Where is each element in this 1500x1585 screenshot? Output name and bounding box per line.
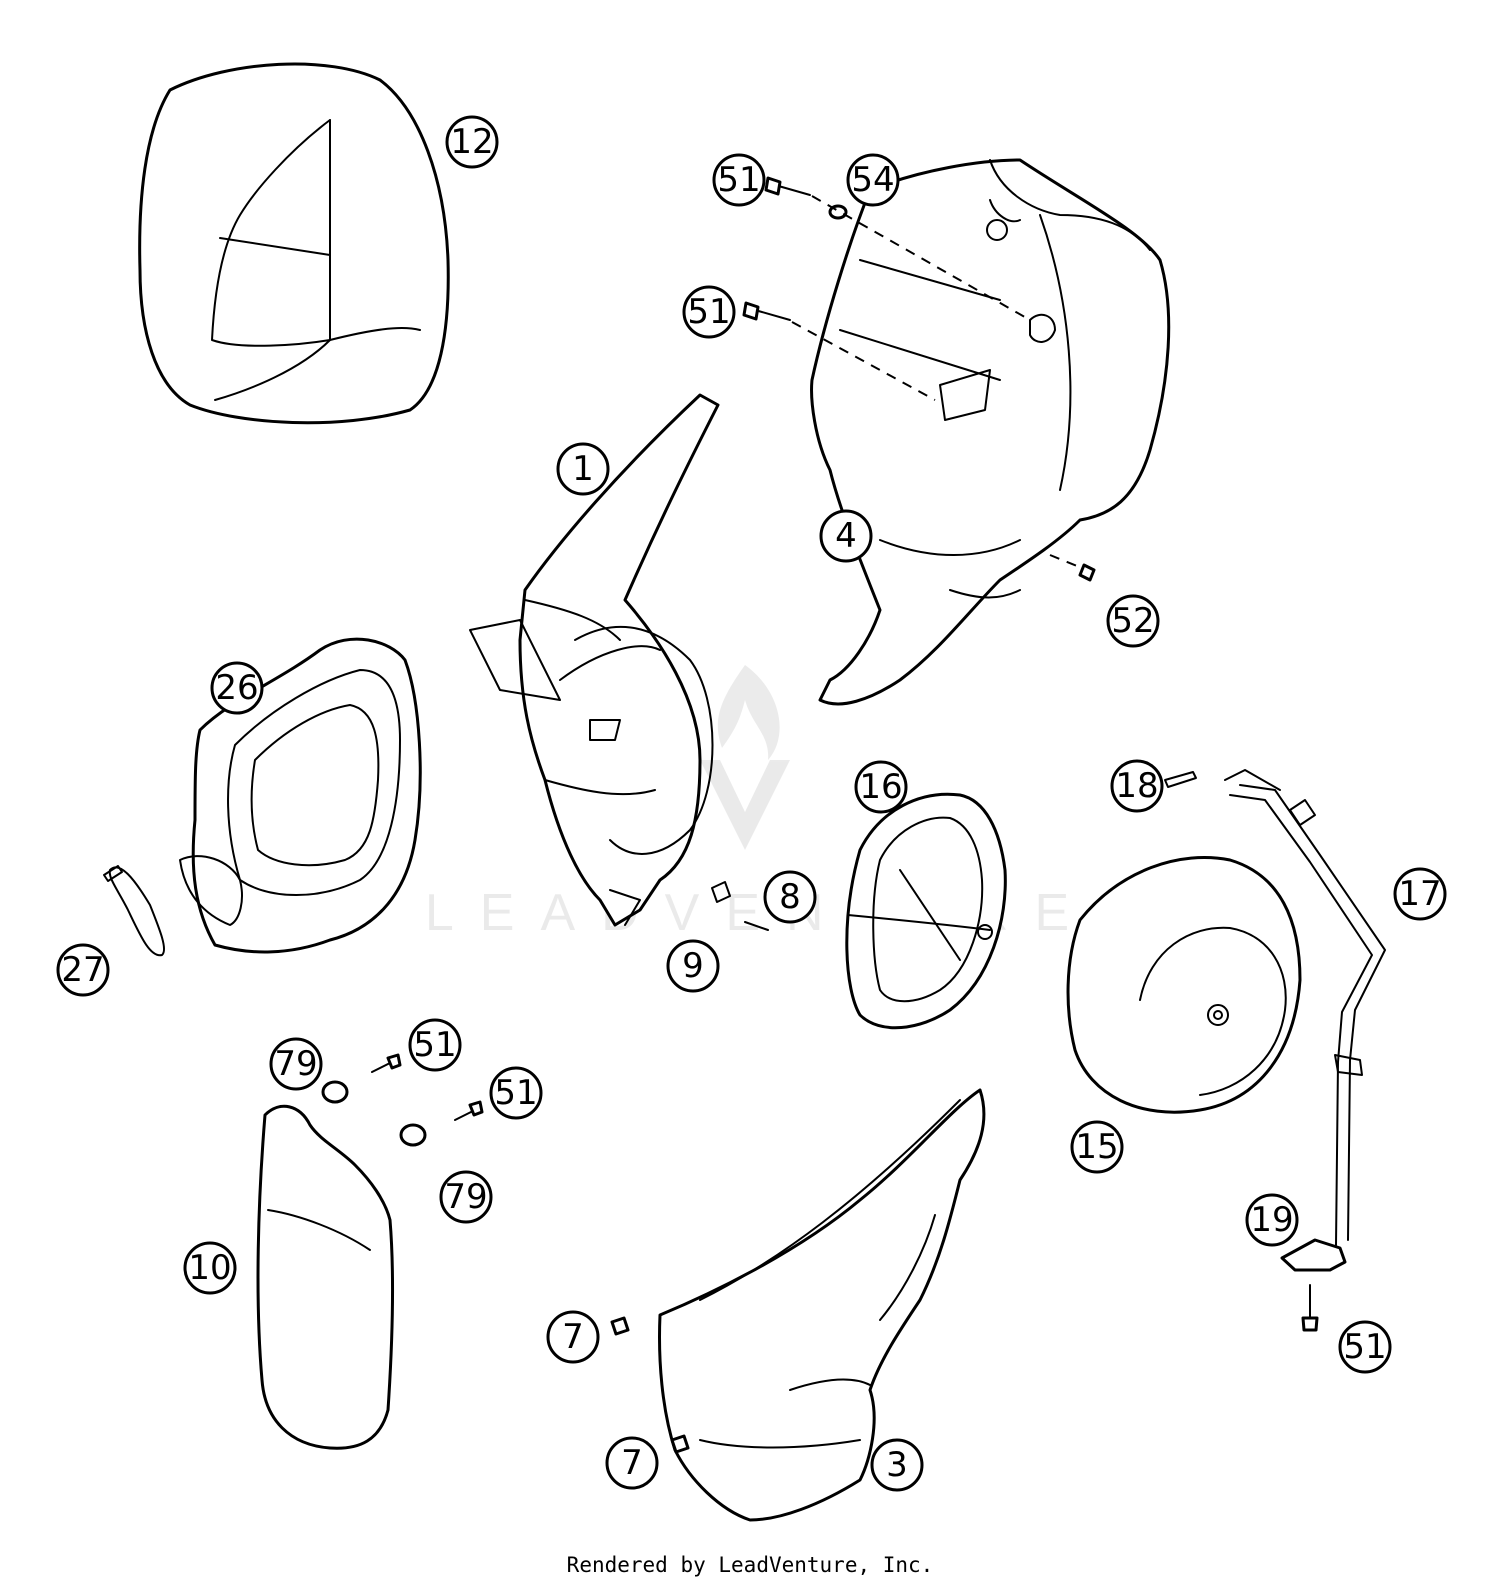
footer-credit: Rendered by LeadVenture, Inc. [566,1553,934,1577]
svg-text:79: 79 [444,1177,487,1217]
part-3-side-panel [658,1088,986,1522]
callout-8: 8 [763,870,817,924]
part-18-pin [1164,771,1197,788]
svg-text:7: 7 [621,1443,643,1483]
part-4-airbox-housing [810,158,1171,706]
callout-51-left-a: 51 [408,1018,462,1072]
part-27-hose-clamp [103,865,166,957]
part-16-filter-support [845,792,1007,1030]
callout-7-lower: 7 [605,1436,659,1490]
callout-15: 15 [1070,1120,1124,1174]
svg-text:26: 26 [215,668,258,708]
part-17-filter-holder [1224,769,1386,1246]
callout-3: 3 [870,1438,924,1492]
svg-text:51: 51 [494,1073,537,1113]
callout-10: 10 [183,1241,237,1295]
svg-text:52: 52 [1111,601,1154,641]
svg-text:27: 27 [61,950,104,990]
callout-79-upper: 79 [269,1037,323,1091]
svg-text:51: 51 [413,1025,456,1065]
callout-19: 19 [1245,1193,1299,1247]
callout-54: 54 [846,153,900,207]
callout-51-right: 51 [1338,1320,1392,1374]
callout-12: 12 [445,115,499,169]
callout-4: 4 [819,509,873,563]
svg-text:8: 8 [779,877,801,917]
callout-1: 1 [556,442,610,496]
part-1-airbox-frame [469,393,720,927]
part-12-filter-cover [138,62,450,425]
leader-lines [791,195,1083,569]
callout-51-second: 51 [682,285,736,339]
callout-26: 26 [210,661,264,715]
svg-text:79: 79 [274,1044,317,1084]
svg-text:15: 15 [1075,1127,1118,1167]
callout-9: 9 [666,939,720,993]
callout-52: 52 [1106,594,1160,648]
flame-logo-mark [700,665,790,850]
svg-text:3: 3 [886,1445,908,1485]
svg-text:51: 51 [1343,1327,1386,1367]
part-15-air-filter [1066,856,1302,1114]
callout-17: 17 [1393,867,1447,921]
callout-7-upper: 7 [546,1310,600,1364]
svg-text:10: 10 [188,1248,231,1288]
callout-51-top: 51 [712,153,766,207]
callout-51-left-b: 51 [489,1066,543,1120]
svg-text:51: 51 [717,160,760,200]
svg-text:17: 17 [1398,874,1441,914]
part-26-filter-cage [179,637,422,954]
svg-text:4: 4 [835,516,857,556]
part-10-side-panel [256,1104,395,1450]
svg-text:9: 9 [682,946,704,986]
part-19-clip [1280,1238,1347,1272]
svg-text:1: 1 [572,449,594,489]
fasteners [321,176,1319,1454]
svg-text:19: 19 [1250,1200,1293,1240]
callout-79-lower: 79 [439,1170,493,1224]
svg-text:18: 18 [1115,766,1158,806]
svg-text:7: 7 [562,1317,584,1357]
svg-text:54: 54 [851,160,894,200]
callout-27: 27 [56,943,110,997]
callout-16: 16 [854,760,908,814]
svg-text:51: 51 [687,292,730,332]
callout-18: 18 [1110,759,1164,813]
svg-text:16: 16 [859,767,902,807]
svg-text:12: 12 [450,122,493,162]
